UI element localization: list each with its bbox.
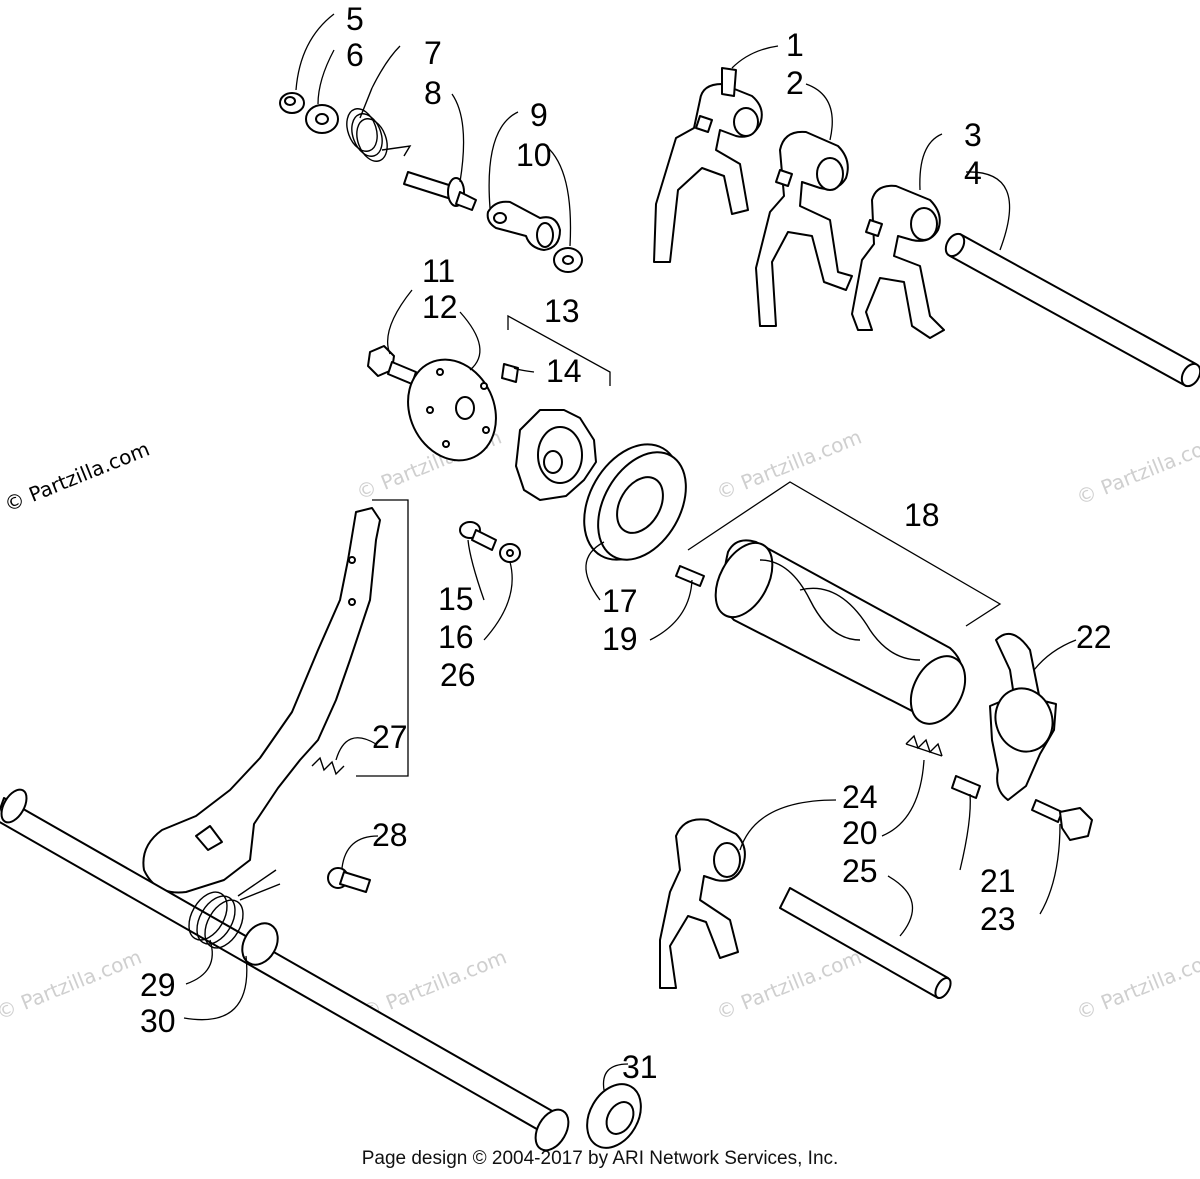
callout-12: 12 xyxy=(422,289,458,325)
callout-8: 8 xyxy=(424,75,442,111)
callout-4: 4 xyxy=(964,155,982,191)
callout-24: 24 xyxy=(842,779,878,815)
callout-31: 31 xyxy=(622,1049,658,1085)
callout-3: 3 xyxy=(964,117,982,153)
watermark-main: © Partzilla.com xyxy=(1,437,153,517)
spring-part-20 xyxy=(905,734,943,757)
callout-25: 25 xyxy=(842,853,878,889)
washer-part-10 xyxy=(553,247,583,273)
callout-26: 26 xyxy=(440,657,476,693)
callout-23: 23 xyxy=(980,901,1016,937)
watermark-faint: © Partzilla.com xyxy=(713,945,865,1025)
callout-21: 21 xyxy=(980,863,1016,899)
pin-part-14 xyxy=(501,363,519,383)
shift-shaft-part-30 xyxy=(0,788,570,1152)
washer-part-6 xyxy=(305,104,339,134)
torsion-spring-part-7 xyxy=(346,87,412,162)
spring-part-29 xyxy=(188,869,281,949)
pin-part-19 xyxy=(675,565,705,587)
bracket-18 xyxy=(687,481,1002,627)
bracket-26 xyxy=(356,499,409,777)
collar-part-30 xyxy=(241,922,279,966)
callout-numbers: 5 6 7 8 9 10 1 2 3 4 11 12 13 14 18 15 1… xyxy=(140,1,1112,1085)
page-footer: Page design © 2004-2017 by ARI Network S… xyxy=(361,1148,839,1169)
oil-seal-part-31 xyxy=(586,1083,642,1149)
callout-11: 11 xyxy=(422,253,455,289)
callout-9: 9 xyxy=(530,97,548,133)
callout-2: 2 xyxy=(786,65,804,101)
nut-part-5 xyxy=(279,92,305,114)
callout-7: 7 xyxy=(424,35,442,71)
callout-1: 1 xyxy=(786,27,804,63)
callout-22: 22 xyxy=(1076,619,1112,655)
callout-27: 27 xyxy=(372,719,408,755)
stud-part-28 xyxy=(327,867,371,893)
pin-part-21 xyxy=(951,775,981,799)
cam-stopper-part-13 xyxy=(515,409,597,501)
plate-part-12 xyxy=(407,358,497,462)
shift-fork-shaft-part-4 xyxy=(944,232,1200,388)
shift-fork-part-1 xyxy=(653,67,763,263)
shift-arm-part-9 xyxy=(486,200,561,251)
bearing-part-17 xyxy=(583,443,687,561)
callout-6: 6 xyxy=(346,37,364,73)
watermark-faint: © Partzilla.com xyxy=(0,945,145,1025)
callout-28: 28 xyxy=(372,817,408,853)
bolt-part-23 xyxy=(1031,799,1093,841)
watermark-faint: © Partzilla.com xyxy=(713,425,865,505)
callout-16: 16 xyxy=(438,619,474,655)
leader-lines xyxy=(183,13,1077,1091)
callout-14: 14 xyxy=(546,353,582,389)
shift-lever-part-26 xyxy=(142,507,381,894)
shift-fork-part-3 xyxy=(851,184,945,339)
bolt-part-15 xyxy=(459,521,497,551)
callout-17: 17 xyxy=(602,583,638,619)
guide-part-22 xyxy=(989,632,1057,801)
callout-19: 19 xyxy=(602,621,638,657)
callout-5: 5 xyxy=(346,1,364,37)
callout-18: 18 xyxy=(904,497,940,533)
watermark-faint: © Partzilla.com xyxy=(1073,430,1200,510)
watermark-faint: © Partzilla.com xyxy=(1073,945,1200,1025)
bolt-part-11 xyxy=(367,345,417,385)
callout-20: 20 xyxy=(842,815,878,851)
spring-part-27 xyxy=(311,756,345,776)
callout-15: 15 xyxy=(438,581,474,617)
shift-fork-part-24 xyxy=(659,818,746,989)
callout-13: 13 xyxy=(544,293,580,329)
shift-fork-shaft-part-25 xyxy=(779,887,952,999)
shift-drum-part-18 xyxy=(714,539,967,725)
callout-10: 10 xyxy=(516,137,552,173)
bracket-13 xyxy=(507,314,611,386)
callout-30: 30 xyxy=(140,1003,176,1039)
stud-part-8 xyxy=(403,171,477,211)
shift-fork-part-2 xyxy=(755,130,853,327)
washer-part-16 xyxy=(499,543,521,563)
callout-29: 29 xyxy=(140,967,176,1003)
